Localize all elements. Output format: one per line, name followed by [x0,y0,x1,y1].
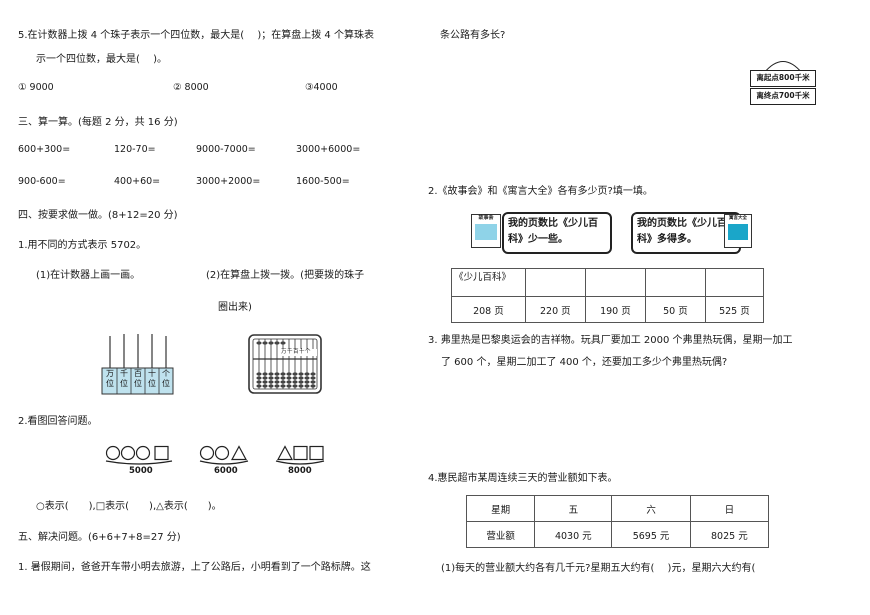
calc-1: 600+300= [18,144,71,155]
pages-blank-1[interactable] [524,268,586,297]
q4-1: 1.用不同的方式表示 5702。 [18,240,147,251]
pages-table-header: 《少儿百科》 [451,268,526,297]
q2-title: 2.《故事会》和《寓言大全》各有多少页?填一填。 [428,186,653,197]
sales-header-sun: 日 [689,495,770,522]
road-sign-arch [763,61,803,74]
pages-option-4: 50 页 [644,296,706,323]
pages-blank-2[interactable] [584,268,646,297]
shape-value-1: 5000 [129,466,153,476]
calc-8: 1600-500= [296,176,350,187]
book-fable-cover-image [728,224,748,240]
pages-blank-3[interactable] [644,268,706,297]
sales-sun: 8025 元 [689,521,770,548]
q5-option-2: ② 8000 [173,82,209,93]
counter-label-ge: 个位 [162,369,170,388]
calc-6: 400+60= [114,176,161,187]
section-3-title: 三、算一算。(每题 2 分，共 16 分) [18,117,178,128]
counter-label-wan: 万位 [106,369,114,388]
q3-line1: 3. 弗里热是巴黎奥运会的吉祥物。玩具厂要加工 2000 个弗里热玩偶，星期一加… [428,335,793,346]
book-fable-icon: 寓言大全 [724,214,752,248]
sales-header-fri: 五 [534,495,613,522]
q4-2-answer: ○表示( ),□表示( ),△表示( )。 [36,501,222,512]
calc-4: 3000+6000= [296,144,361,155]
sales-fri: 4030 元 [534,521,613,548]
pages-option-1: 208 页 [451,296,526,323]
section-4-title: 四、按要求做一做。(8+12=20 分) [18,210,178,221]
counter-label-shi: 十位 [148,369,156,388]
pages-table: 《少儿百科》 208 页 220 页 190 页 50 页 525 页 [451,268,765,323]
pages-blank-4[interactable] [704,268,765,297]
sales-header-weekday: 星期 [465,495,536,522]
counter-label-bai: 百位 [134,369,142,388]
book-fable-label: 寓言大全 [729,216,747,221]
calc-3: 9000-7000= [196,144,256,155]
pages-option-3: 190 页 [584,296,646,323]
pages-option-2: 220 页 [524,296,586,323]
abacus-place-label: 万千百十个 [281,349,317,356]
q4-sub1: (1)每天的营业额大约各有几千元?星期五大约有( )元，星期六大约有( [441,563,756,574]
calc-5: 900-600= [18,176,66,187]
shape-value-2: 6000 [214,466,238,476]
q5-option-1: ① 9000 [18,82,54,93]
calc-2: 120-70= [114,144,156,155]
pages-option-5: 525 页 [704,296,765,323]
q5-line1: 5.在计数器上拨 4 个珠子表示一个四位数，最大是( )；在算盘上拨 4 个算珠… [18,30,374,41]
q4-1b-line2: 圈出来) [218,302,252,313]
section-5-title: 五、解决问题。(6+6+7+8=27 分) [18,532,181,543]
q3-line2: 了 600 个，星期二加工了 400 个，还要加工多少个弗里热玩偶? [441,357,728,368]
sales-row-label: 营业额 [465,521,536,548]
book-story-icon: 故事会 [471,214,501,248]
book-story-label: 故事会 [478,215,494,221]
q5-line2: 示一个四位数，最大是( )。 [36,54,167,65]
q5-option-3: ③4000 [305,82,338,93]
bubble-fable-book: 我的页数比《少儿百科》多得多。 [631,212,741,254]
q5-1-cont: 条公路有多长? [440,30,506,41]
sales-table: 星期 五 六 日 营业额 4030 元 5695 元 8025 元 [465,495,770,548]
abacus [248,334,322,394]
shape-groups [105,445,325,465]
q5-1: 1. 暑假期间，爸爸开车带小明去旅游，上了公路后，小明看到了一个路标牌。这 [18,562,371,573]
sign-line-end: 离终点700千米 [750,88,816,105]
bubble-story-book: 我的页数比《少儿百科》少一些。 [502,212,612,254]
sign-line-start: 离起点800千米 [750,70,816,87]
counter-label-qian: 千位 [120,369,128,388]
sales-header-sat: 六 [611,495,691,522]
q4-1a: (1)在计数器上画一画。 [36,270,141,281]
counting-frame [101,334,174,395]
q4-title: 4.惠民超市某周连续三天的营业额如下表。 [428,473,618,484]
book-story-cover-image [475,224,497,240]
sales-sat: 5695 元 [611,521,691,548]
q4-1b-line1: (2)在算盘上拨一拨。(把要拨的珠子 [206,270,365,281]
shape-value-3: 8000 [288,466,312,476]
q4-2: 2.看图回答问题。 [18,416,98,427]
calc-7: 3000+2000= [196,176,261,187]
